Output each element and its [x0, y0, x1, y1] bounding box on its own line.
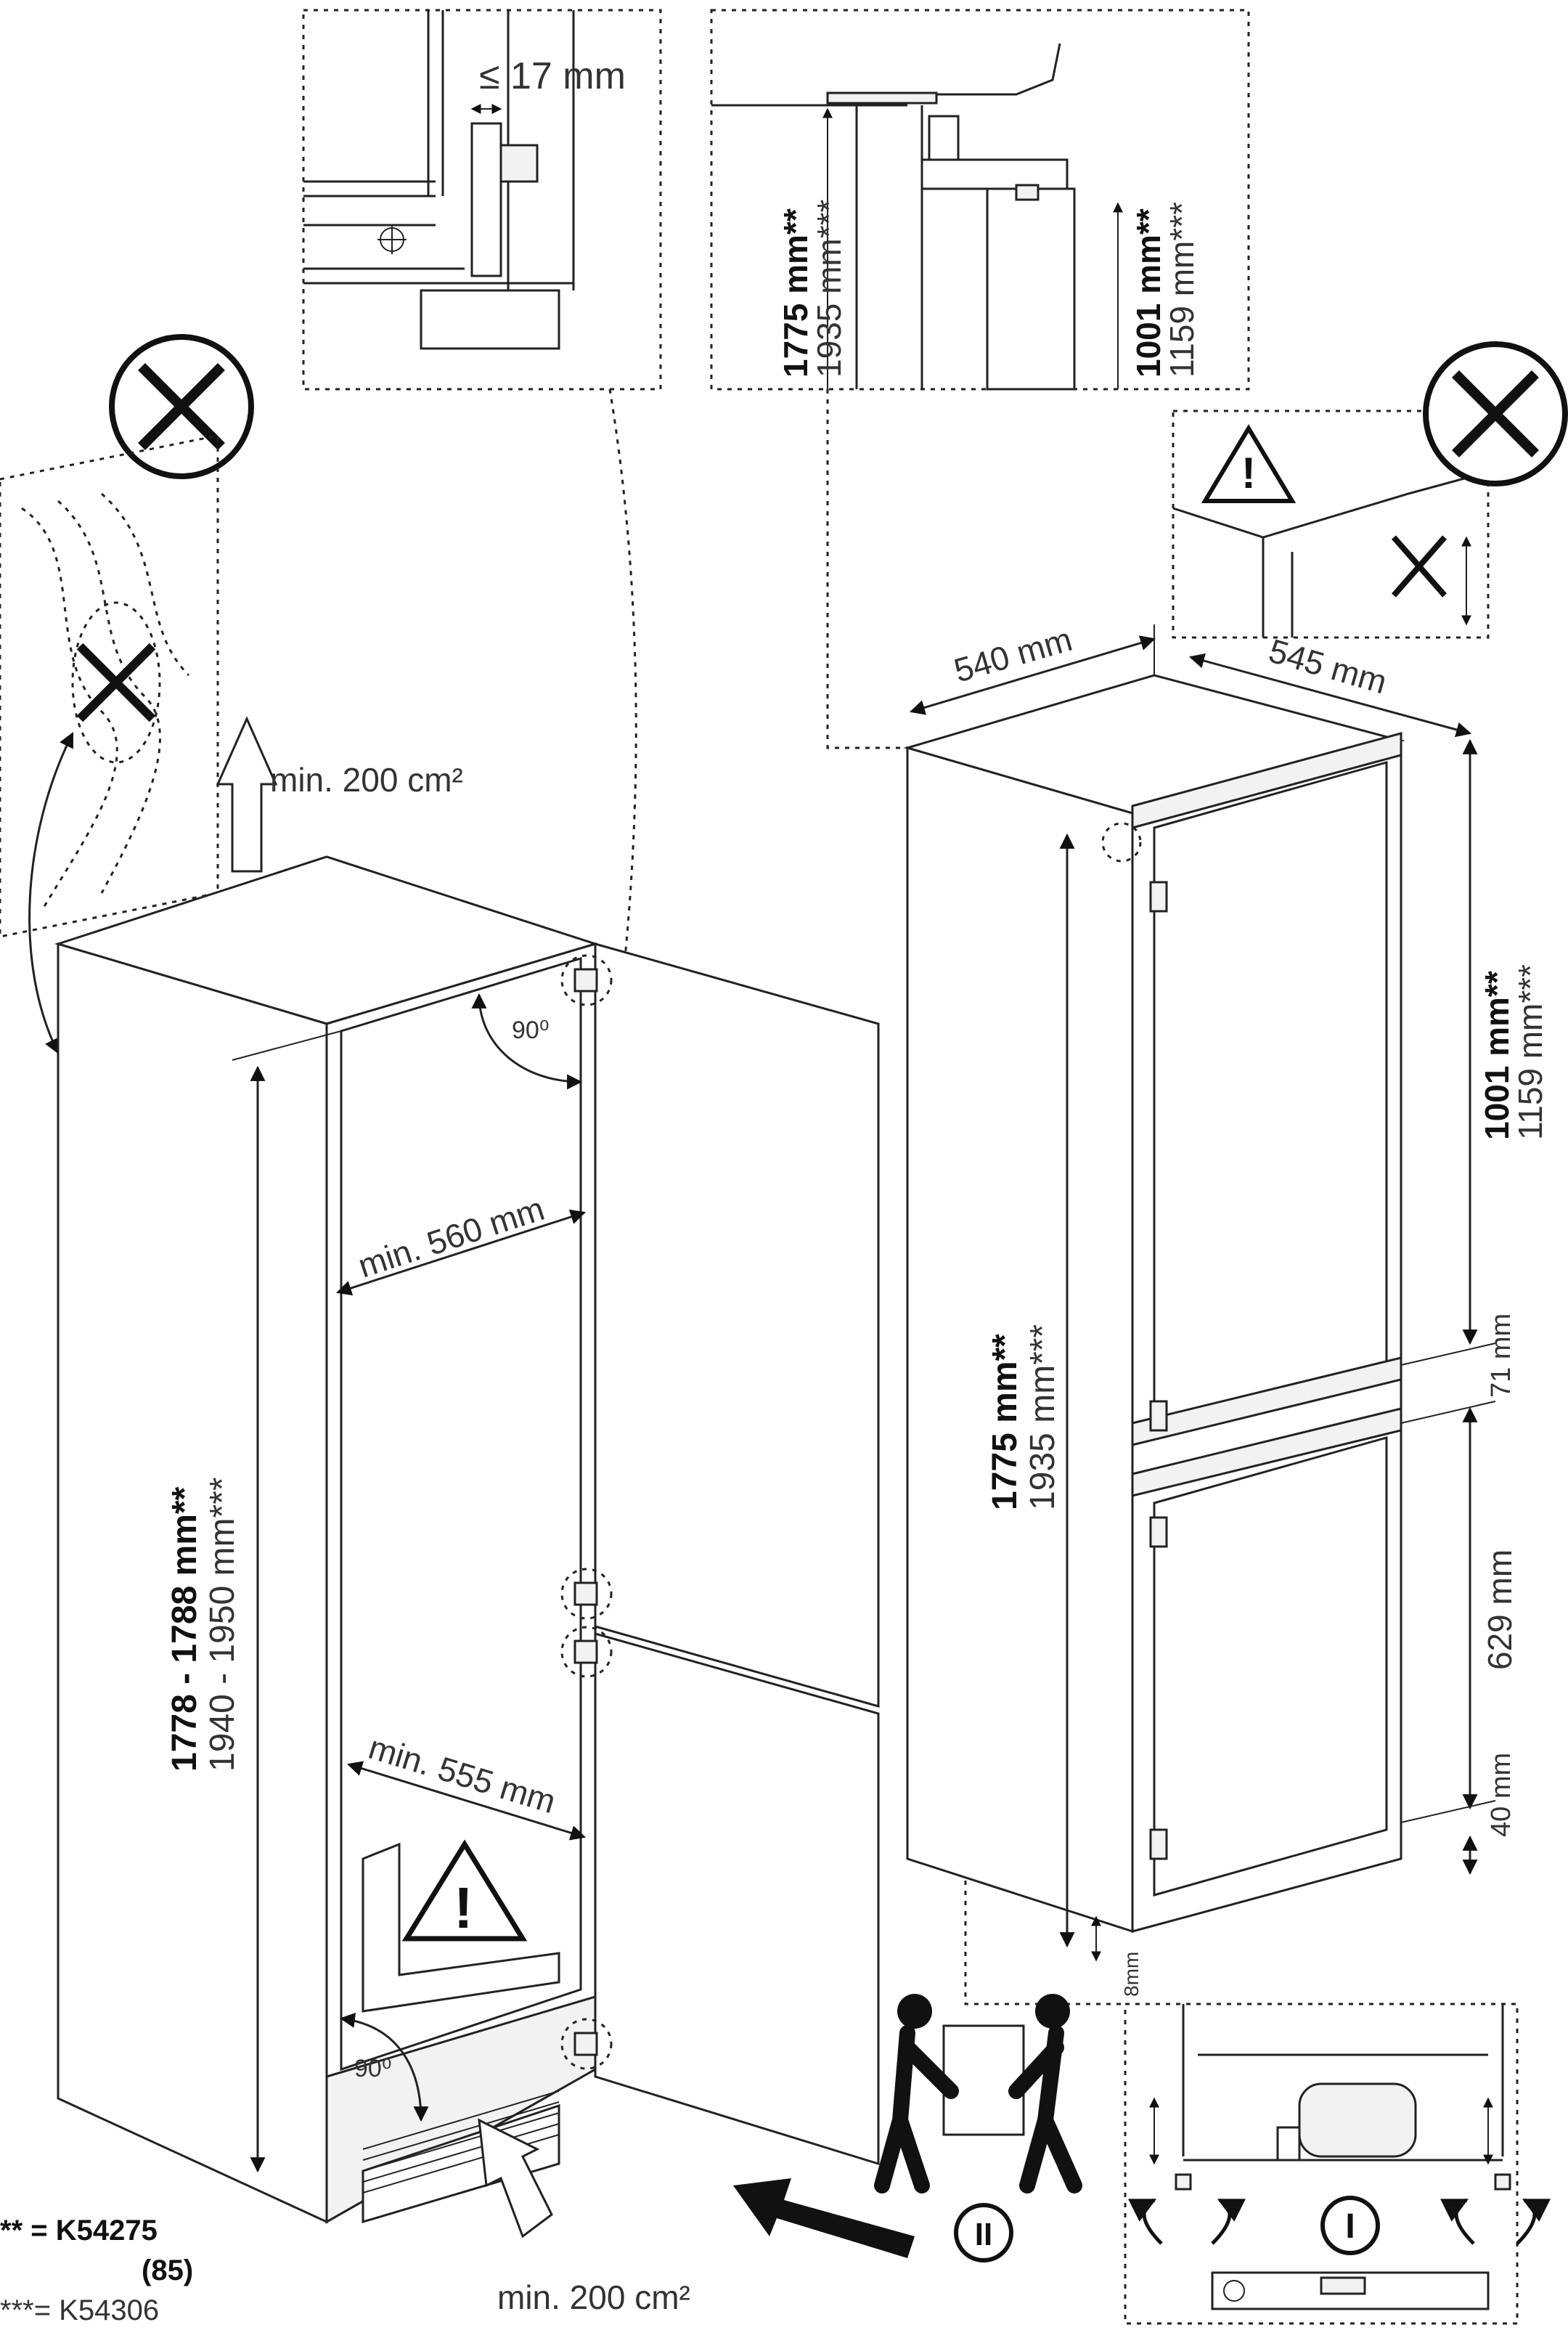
detail-leveling-box: I [1124, 2003, 1551, 2325]
appliance-gap-base: 8mm [1120, 1952, 1143, 1997]
hinge-gap-label: ≤ 17 mm [479, 55, 626, 97]
niche-height-alt: 1940 - 1950 mm*** [203, 1477, 242, 1772]
angle-top-label: 90⁰ [512, 1017, 549, 1044]
prohibited-icon [109, 334, 254, 479]
appliance-depth: 545 mm [1265, 632, 1391, 701]
legend-model-1: ** = K54275 [0, 2215, 158, 2247]
svg-text:!: ! [454, 1875, 473, 1940]
warning-icon [1201, 424, 1297, 503]
detail-warning-box: ! [1172, 410, 1490, 639]
detail-hinge-box: ≤ 17 mm [302, 9, 662, 391]
appliance-gap-middle: 71 mm [1486, 1313, 1516, 1398]
step-two-badge [954, 2203, 1013, 2262]
detail-right-height-alt: 1159 mm*** [1163, 202, 1201, 378]
vent-arrow-icon [478, 2118, 553, 2239]
appliance-upper-alt: 1159 mm*** [1511, 964, 1549, 1140]
niche-door [560, 942, 880, 2166]
compressor-icon [1298, 2082, 1417, 2158]
legend-model-2: ***= K54306 [0, 2294, 159, 2326]
appliance-upper-bold: 1001 mm** [1478, 971, 1516, 1140]
appliance-total-bold: 1775 mm** [986, 1334, 1024, 1510]
niche-cabinet: ! 90⁰ 90⁰ min. 560 mm min. 555 mm 1778 -… [54, 855, 600, 2224]
angle-bottom-label: 90⁰ [354, 2055, 391, 2082]
detail-left-height-bold: 1775 mm** [777, 208, 814, 378]
direction-arrow-icon [733, 2178, 915, 2258]
prohibited-icon [1423, 341, 1568, 486]
carry-figures: II [733, 1994, 1082, 2262]
step-two-label: II [975, 2217, 992, 2252]
vent-top-label: min. 200 cm² [270, 761, 463, 799]
appliance-width: 540 mm [950, 620, 1076, 690]
step-one-label: I [1345, 2207, 1355, 2246]
detail-top-box: 1775 mm** 1935 mm*** 1001 mm** 1159 mm**… [710, 9, 1250, 391]
vent-arrow-icon [216, 716, 278, 873]
vent-bottom-label: min. 200 cm² [497, 2278, 690, 2316]
wood-panel [0, 434, 219, 1054]
step-one-badge [1320, 2196, 1380, 2255]
detail-right-height-bold: 1001 mm** [1130, 208, 1167, 378]
detail-left-height-alt: 1935 mm*** [810, 199, 848, 378]
model-legend: ** = K54275 (85) ***= K54306 [0, 2215, 193, 2326]
svg-text:!: ! [1241, 449, 1256, 497]
appliance: 540 mm 545 mm 1775 mm** 1935 mm*** 1001 … [903, 620, 1549, 1997]
legend-model-1-sub: (85) [142, 2254, 193, 2286]
warning-icon [401, 1839, 528, 1942]
niche-height-bold: 1778 - 1788 mm** [166, 1486, 204, 1772]
appliance-lower: 629 mm [1481, 1549, 1519, 1670]
appliance-gap-bottom: 40 mm [1486, 1753, 1516, 1837]
appliance-total-alt: 1935 mm*** [1024, 1324, 1062, 1510]
